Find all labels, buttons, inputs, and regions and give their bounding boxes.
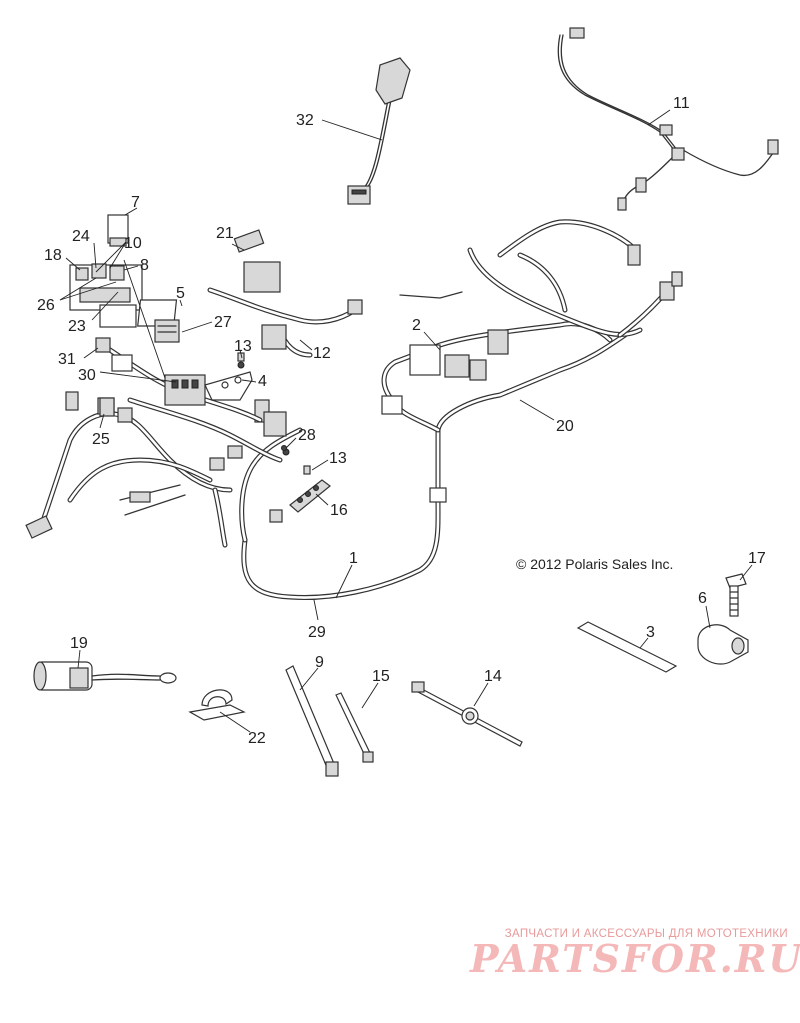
callout-20: 20	[556, 418, 574, 435]
callout-4: 4	[258, 373, 267, 390]
callout-3: 3	[646, 624, 655, 641]
part-28	[281, 445, 287, 451]
connector-25	[99, 397, 115, 417]
callout-11: 11	[673, 95, 690, 112]
cable-tie-14	[411, 681, 523, 747]
fuse-box	[69, 263, 263, 423]
callout-5: 5	[176, 285, 185, 302]
copyright-text: © 2012 Polaris Sales Inc.	[516, 556, 673, 572]
watermark-tagline: ЗАПЧАСТИ И АКСЕССУАРЫ ДЛЯ МОТОТЕХНИКИ	[504, 928, 788, 940]
callout-7: 7	[131, 194, 140, 211]
callout-6: 6	[698, 590, 707, 607]
callout-26: 26	[37, 297, 55, 314]
callout-21: 21	[216, 225, 234, 242]
callout-25: 25	[92, 431, 110, 448]
leader-lines	[59, 109, 753, 733]
callout-19: 19	[70, 635, 88, 652]
bolt-17	[725, 573, 747, 617]
callout-16: 16	[330, 502, 348, 519]
callout-15: 15	[372, 668, 390, 685]
clip-22	[188, 689, 246, 721]
callout-32: 32	[296, 112, 314, 129]
callout-12: 12	[313, 345, 331, 362]
callout-numbers: 1 2 3 4 5 6 7 8 9 10 11 12 13 13 14 15 1…	[37, 95, 766, 747]
harness-11	[557, 27, 779, 211]
callout-27: 27	[214, 314, 232, 331]
watermark-logo: PARTSFOR.RU	[470, 936, 800, 981]
callout-9: 9	[315, 654, 324, 671]
callout-13b: 13	[329, 450, 347, 467]
callout-22: 22	[248, 730, 266, 747]
callout-14: 14	[484, 668, 502, 685]
part-19	[33, 661, 177, 691]
connector-31	[95, 337, 133, 372]
callout-13a: 13	[234, 338, 252, 355]
callout-1: 1	[349, 550, 358, 567]
callout-8: 8	[140, 257, 149, 274]
cable-tie-15	[335, 692, 374, 763]
callout-31: 31	[58, 351, 76, 368]
fuse-holder-16	[282, 448, 331, 513]
cable-tie-9	[285, 665, 339, 777]
callout-28: 28	[298, 427, 316, 444]
connector-2	[409, 329, 509, 381]
harness-32	[347, 57, 411, 205]
callout-17: 17	[748, 550, 766, 567]
callout-2: 2	[412, 317, 421, 334]
clamp-6	[697, 624, 749, 665]
left-harness-section	[25, 391, 303, 548]
module-5-27	[137, 299, 180, 343]
main-harness	[241, 219, 683, 600]
callout-29: 29	[308, 624, 326, 641]
callout-24: 24	[72, 228, 90, 245]
callout-18: 18	[44, 247, 62, 264]
harness-12	[207, 229, 363, 358]
callout-10: 10	[124, 235, 142, 252]
bracket-4	[204, 352, 253, 401]
callout-30: 30	[78, 367, 96, 384]
callout-23: 23	[68, 318, 86, 335]
strip-3	[576, 621, 678, 673]
